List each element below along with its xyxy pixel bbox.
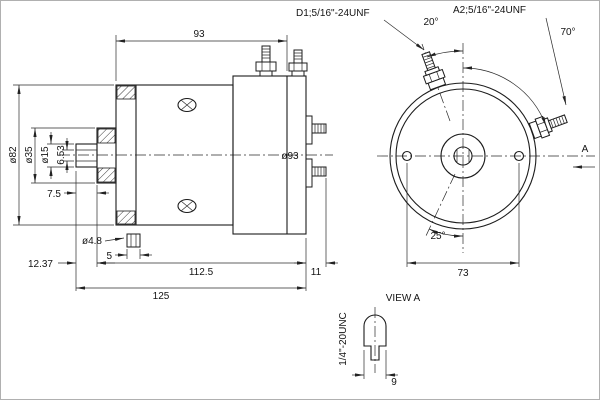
dim-93: [115, 35, 288, 81]
mounting-hole-left: [401, 150, 413, 162]
dia-82-label: ø82: [8, 146, 19, 164]
dim-11-label: 11: [311, 267, 322, 278]
mounting-hole-right: [513, 150, 525, 162]
right-face-terminal-lower: [305, 158, 327, 188]
dia-93-label: ø93: [281, 151, 299, 162]
leader-d1: [383, 19, 425, 51]
angle-25-radial: [424, 173, 456, 239]
angle-25-arc: [428, 228, 464, 238]
angle-25-label: 25°: [430, 231, 445, 242]
dim-dia35: [31, 127, 95, 184]
terminal-stud-side-2: [288, 49, 308, 77]
dim-9: [352, 350, 398, 379]
shaft-hole-circle: [453, 146, 473, 166]
leader-dia4-8: [104, 237, 125, 242]
dim-6-53: [63, 138, 74, 173]
front-view: [377, 17, 595, 267]
leader-a2: [545, 17, 567, 106]
dim-125-label: 125: [153, 291, 170, 302]
bearing-hatch-bottom: [97, 167, 116, 183]
dia-35-label: ø35: [24, 146, 35, 164]
angle-70-label: 70°: [560, 27, 575, 38]
face-screw-top: [177, 97, 197, 113]
dim-11: [294, 178, 338, 291]
view-a-letter: A: [582, 144, 589, 155]
dim-9-label: 9: [391, 377, 397, 388]
dim-12-37-label: 12.37: [28, 259, 53, 270]
dim-7-5-label: 7.5: [47, 189, 61, 200]
dim-5: [115, 249, 152, 259]
shaft: [75, 143, 98, 168]
face-screw-bottom: [177, 198, 197, 214]
dim-73-label: 73: [457, 268, 469, 279]
angle-70-arc: [462, 66, 547, 127]
dim-dia15: [47, 132, 74, 179]
dim-6-53-label: 6.53: [56, 145, 67, 165]
terminal-d1: [421, 51, 447, 91]
shaft-flat-lines: [76, 149, 97, 162]
thread-label: 1/4"-20UNC: [338, 312, 349, 366]
terminal-a2-label: A2;5/16"-24UNF: [453, 5, 526, 16]
shaft-hole-flats: [456, 150, 470, 162]
angle-20-label: 20°: [423, 17, 438, 28]
right-face-terminal-upper: [305, 115, 327, 145]
dim-73: [406, 163, 520, 267]
dia-4-8-label: ø4.8: [82, 236, 102, 247]
terminal-a2: [528, 114, 568, 140]
terminal-stud-side-1: [255, 45, 277, 77]
view-a-detail: [352, 307, 398, 379]
end-cap-hatch-bottom: [116, 210, 136, 225]
dim-112-5-label: 112.5: [189, 267, 214, 278]
terminal-d1-label: D1;5/16"-24UNF: [296, 8, 370, 19]
bottom-stud-facets: [130, 234, 137, 247]
side-view-dimensions: [13, 35, 338, 291]
labels: 93 ø82 ø35 ø15 6.53 7.5 ø4.8 5 12.37 112…: [8, 5, 589, 388]
dim-7-5: [64, 171, 109, 291]
dim-93-label: 93: [193, 29, 205, 40]
center-boss-circle: [440, 133, 486, 179]
dia-15-label: ø15: [40, 146, 51, 164]
end-cap-hatch-top: [116, 85, 136, 100]
terminal-lug-shape: [363, 314, 387, 361]
bottom-stud: [126, 233, 141, 248]
side-view: [59, 45, 333, 248]
angle-20-arc: [426, 49, 464, 58]
dim-5-label: 5: [106, 251, 112, 262]
bearing-hatch-top: [97, 128, 116, 144]
view-a-title: VIEW A: [386, 293, 421, 304]
